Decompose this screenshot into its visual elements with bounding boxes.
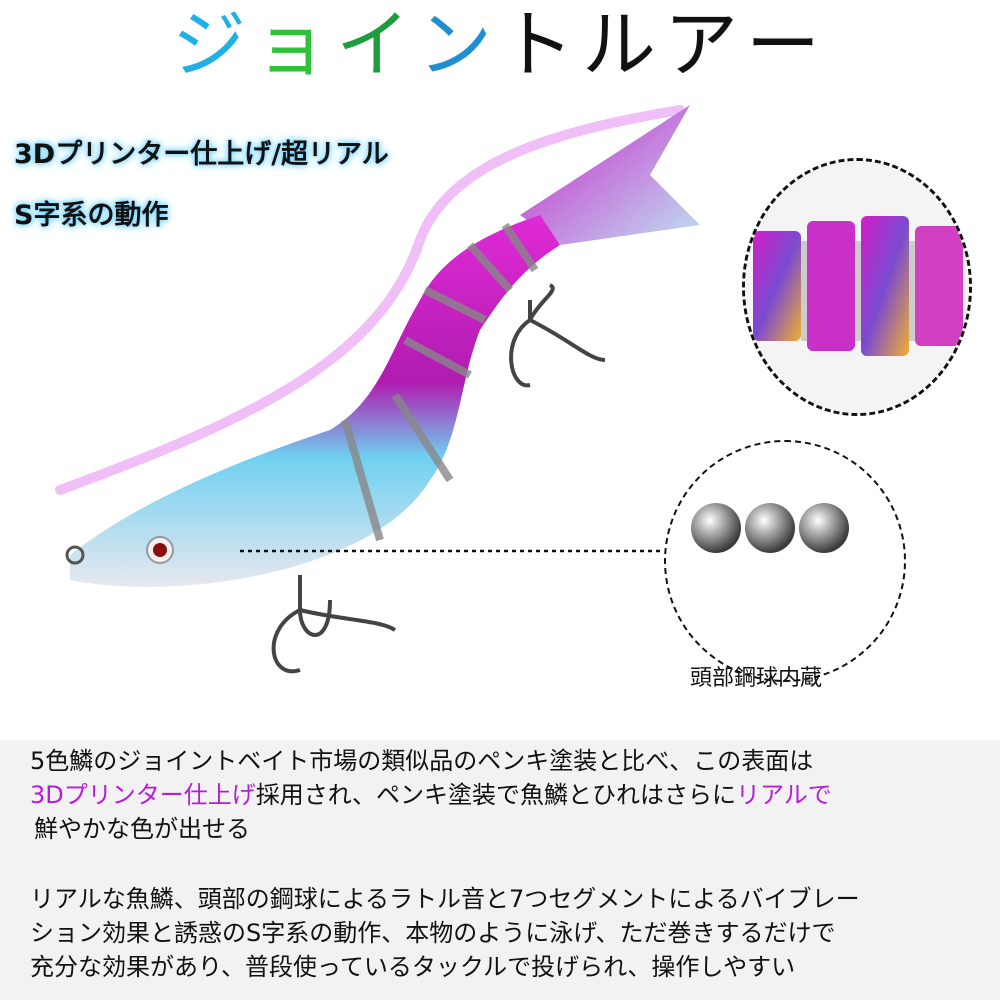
title-char: ジ [172, 2, 254, 88]
title-char: ト [500, 2, 582, 88]
segment-joints [341, 222, 539, 542]
motion-swoosh [55, 105, 685, 495]
steel-ball [745, 503, 795, 553]
lure-body [70, 215, 560, 587]
feature-label-print: 3Dプリンター仕上げ/超リアル [14, 139, 389, 170]
steel-ball [799, 503, 849, 553]
treble-hook-rear [509, 283, 606, 388]
p1-line2: 3Dプリンター仕上げ採用され、ペンキ塗装で魚鱗とひれはさらにリアルで [30, 778, 980, 812]
scale-closeup [742, 158, 972, 416]
title-char: イ [336, 2, 418, 88]
title-char: ル [582, 2, 664, 88]
description-box [0, 740, 1000, 1000]
steel-ball [691, 503, 741, 553]
feature-label-motion: S字系の動作 [14, 200, 169, 231]
treble-hook-front [271, 575, 397, 674]
title-char: ョ [254, 2, 336, 88]
page-title: ジョイントルアー [0, 8, 1000, 82]
tail-fin [520, 105, 700, 245]
steel-ball-closeup [664, 440, 906, 682]
title-char: ー [746, 2, 828, 88]
title-char: ン [418, 2, 500, 88]
nose-ring [65, 545, 85, 565]
highlight-realistic: リアルで [736, 781, 832, 809]
p2-line3: 充分な効果があり、普段使っているタックルで投げられ、操作しやすい [30, 953, 796, 981]
p2-line2: ション効果と誘惑のS字系の動作、本物のように泳げ、ただ巻きするだけで [30, 919, 836, 947]
p1-mid: 採用され、ペンキ塗装で魚鱗とひれはさらに [255, 781, 736, 809]
p2-line1: リアルな魚鱗、頭部の鋼球によるラトル音と7つセグメントによるバイブレー [30, 885, 860, 913]
fishing-lure-photo [55, 105, 700, 674]
p1-line3: 鮮やかな色が出せる [34, 815, 250, 843]
description-paragraph-1: 5色鱗のジョイントベイト市場の類似品のペンキ塗装と比べ、この表面は 3Dプリンタ… [30, 744, 980, 846]
description-paragraph-2: リアルな魚鱗、頭部の鋼球によるラトル音と7つセグメントによるバイブレー ション効… [30, 882, 980, 984]
p1-line1: 5色鱗のジョイントベイト市場の類似品のペンキ塗装と比べ、この表面は [30, 747, 814, 775]
title-char: ア [664, 2, 746, 88]
ball-caption: 頭部鋼球内蔵 [690, 666, 823, 691]
highlight-3d-print: 3Dプリンター仕上げ [30, 781, 256, 809]
